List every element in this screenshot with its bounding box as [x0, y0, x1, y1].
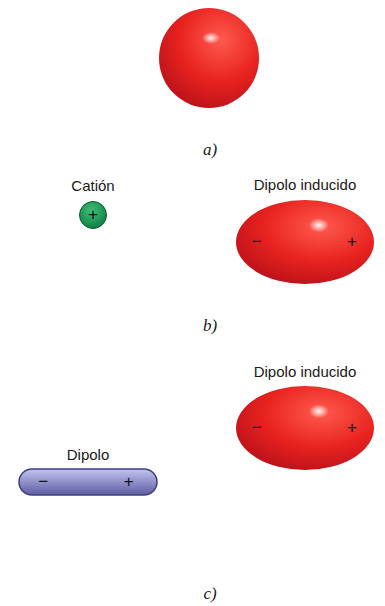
- neutral-sphere: [159, 8, 259, 108]
- charge-sign: +: [347, 233, 357, 251]
- cation: Catión +: [69, 177, 117, 229]
- charge-sign: +: [124, 473, 134, 491]
- panel-label: a): [203, 140, 217, 160]
- charge-sign: −: [252, 419, 262, 437]
- shape-label: Dipolo inducido: [234, 176, 376, 194]
- charge-sign: +: [88, 206, 98, 224]
- induced-dipole: Dipolo inducido−+: [234, 363, 376, 470]
- shape-label: Catión: [69, 177, 117, 195]
- induced-dipole: Dipolo inducido−+: [234, 176, 376, 284]
- panel-label: b): [203, 316, 217, 336]
- dipole-shape: −+: [18, 468, 158, 496]
- dipole: Dipolo−+: [16, 446, 160, 496]
- charge-sign: +: [347, 419, 357, 437]
- charge-sign: −: [252, 233, 262, 251]
- cation-shape: +: [79, 201, 107, 229]
- panel-label: c): [203, 584, 216, 604]
- charge-sign: −: [38, 473, 48, 491]
- induced-dipole-shape: −+: [236, 386, 374, 470]
- induced-dipole-shape: −+: [236, 200, 374, 284]
- shape-label: Dipolo: [16, 446, 160, 464]
- shape-label: Dipolo inducido: [234, 363, 376, 381]
